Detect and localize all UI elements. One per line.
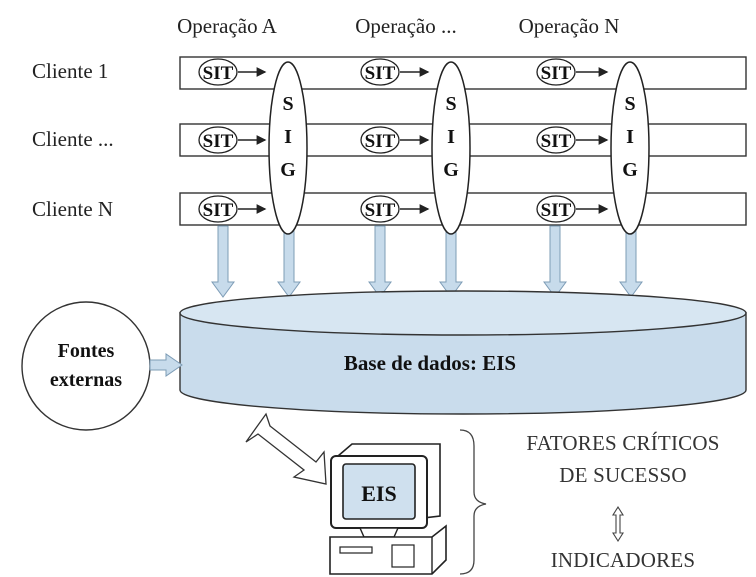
sit-ellipse-middle-1 — [360, 58, 400, 86]
sig-n-letter-i: I — [626, 126, 634, 148]
sig-ellipse-middle — [431, 61, 471, 235]
sit-label-middle-3: SIT — [365, 200, 396, 221]
sig-middle-letter-g: G — [443, 159, 459, 181]
client-label-middle: Cliente ... — [32, 127, 114, 151]
sit-ellipse-a-1 — [198, 58, 238, 86]
sit-ellipse-n-3 — [536, 195, 576, 223]
external-sources: Fontes externas — [21, 301, 151, 431]
database-label: Base de dados: EIS — [344, 351, 516, 375]
sig-ellipse-a — [268, 61, 308, 235]
monitor-stand — [358, 527, 400, 538]
sit-label-a-3: SIT — [203, 200, 234, 221]
sit-label-a-1: SIT — [203, 63, 234, 84]
down-arrow-sig-n — [619, 229, 643, 298]
success-factors-line-2: DE SUCESSO — [559, 463, 686, 487]
operation-header-n: Operação N — [519, 14, 620, 38]
operation-header-a: Operação A — [177, 14, 278, 38]
sig-n-letter-g: G — [622, 159, 638, 181]
sig-labels: S I G S I G S I G — [280, 93, 638, 181]
success-factors-line-1: FATORES CRÍTICOS — [526, 431, 719, 455]
sit-label-middle-2: SIT — [365, 131, 396, 152]
drive-slot — [339, 546, 373, 554]
bidirectional-arrow-icon — [612, 505, 624, 543]
external-sources-line-2: externas — [50, 369, 122, 391]
sit-label-n-1: SIT — [541, 63, 572, 84]
client-label-1: Cliente 1 — [32, 59, 108, 83]
sig-middle-letter-i: I — [447, 126, 455, 148]
sig-a-letter-s: S — [282, 93, 293, 115]
down-arrow-sig-a — [277, 229, 301, 298]
sit-label-n-2: SIT — [541, 131, 572, 152]
external-to-database-arrow — [149, 353, 183, 377]
monitor-screen — [342, 463, 416, 520]
down-arrow-sit-a — [211, 225, 235, 298]
computer-icon: EIS — [329, 443, 447, 575]
sig-a-letter-i: I — [284, 126, 292, 148]
sit-ellipse-middle-3 — [360, 195, 400, 223]
sit-ellipse-middle-2 — [360, 126, 400, 154]
database-body — [179, 312, 747, 415]
sit-to-sig-arrows — [238, 67, 609, 214]
row-to-database-arrows — [211, 225, 643, 298]
sig-a-letter-g: G — [280, 159, 296, 181]
external-sources-line-1: Fontes — [58, 340, 115, 362]
sit-ellipses — [198, 58, 576, 223]
sig-ellipses — [268, 61, 650, 235]
sit-ellipse-a-3 — [198, 195, 238, 223]
database-computer-arrow — [245, 412, 327, 485]
sit-labels: SIT SIT SIT SIT SIT SIT SIT SIT SIT — [203, 63, 572, 221]
down-arrow-sit-n — [543, 225, 567, 298]
down-arrow-sig-middle — [439, 229, 463, 298]
sit-ellipse-a-2 — [198, 126, 238, 154]
operation-header-middle: Operação ... — [355, 14, 456, 38]
computer-screen-label: EIS — [361, 481, 396, 506]
sit-ellipse-n-2 — [536, 126, 576, 154]
down-arrow-sit-middle — [368, 225, 392, 298]
sit-label-middle-1: SIT — [365, 63, 396, 84]
sit-label-n-3: SIT — [541, 200, 572, 221]
database-cylinder: Base de dados: EIS — [179, 290, 747, 415]
sig-n-letter-s: S — [624, 93, 635, 115]
indicators-label: INDICADORES — [551, 548, 696, 572]
sit-ellipse-n-1 — [536, 58, 576, 86]
client-label-n: Cliente N — [32, 197, 113, 221]
sig-ellipse-n — [610, 61, 650, 235]
external-sources-circle — [21, 301, 151, 431]
sit-label-a-2: SIT — [203, 131, 234, 152]
curly-brace — [459, 429, 487, 575]
sig-middle-letter-s: S — [445, 93, 456, 115]
database-top — [179, 290, 747, 336]
base-panel — [391, 544, 415, 568]
